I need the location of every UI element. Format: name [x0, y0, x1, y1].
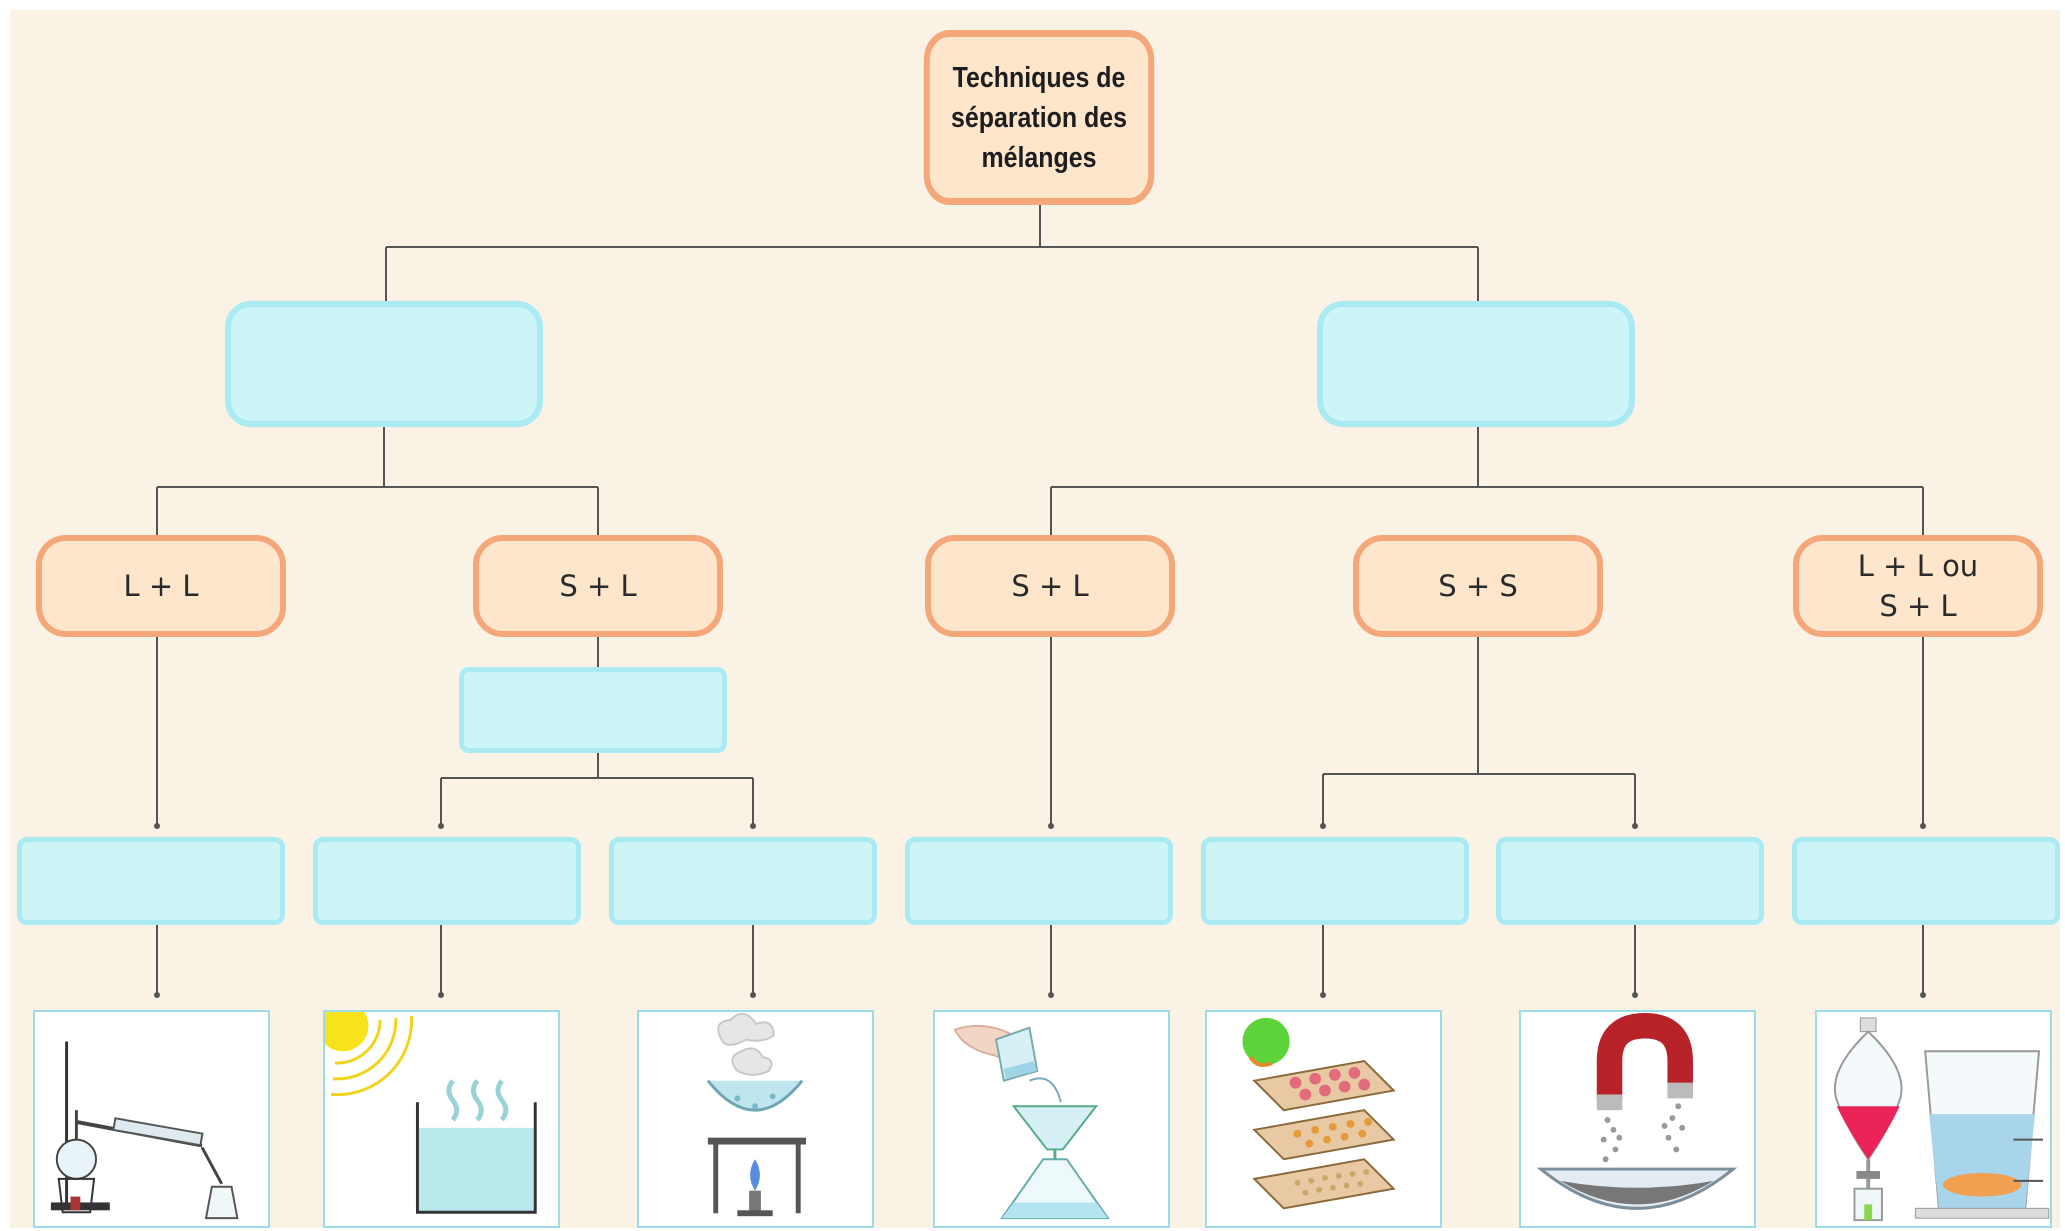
category-box-solid-liquid-right: S + L: [925, 535, 1175, 637]
category-label: S + S: [1438, 569, 1518, 603]
technique-box[interactable]: [1201, 837, 1469, 925]
separatory-funnel-decantation-icon: [1815, 1010, 2052, 1228]
heating-boiling-icon: [637, 1010, 874, 1228]
technique-box[interactable]: [17, 837, 285, 925]
technique-box[interactable]: [1792, 837, 2060, 925]
category-label: L + L: [123, 569, 199, 603]
category-label: S + L: [559, 569, 637, 603]
technique-box[interactable]: [313, 837, 581, 925]
magnet-separation-icon: [1519, 1010, 1756, 1228]
distillation-apparatus-icon: [33, 1010, 270, 1228]
technique-box[interactable]: [609, 837, 877, 925]
left-group-box[interactable]: [225, 301, 543, 427]
evaporation-sun-icon: [323, 1010, 560, 1228]
category-box-solid-liquid-left: S + L: [473, 535, 723, 637]
sub-group-box[interactable]: [459, 667, 727, 753]
category-label: S + L: [1011, 569, 1089, 603]
root-title-box: Techniques de séparation des mélanges: [923, 30, 1155, 205]
root-title: Techniques de séparation des mélanges: [950, 61, 1128, 174]
category-box-liquid-liquid: L + L: [36, 535, 286, 637]
category-box-solid-solid: S + S: [1353, 535, 1603, 637]
category-label: L + L ou S + L: [1857, 549, 1979, 623]
technique-box[interactable]: [905, 837, 1173, 925]
sieving-icon: [1205, 1010, 1442, 1228]
filtration-funnel-icon: [933, 1010, 1170, 1228]
technique-box[interactable]: [1496, 837, 1764, 925]
right-group-box[interactable]: [1317, 301, 1635, 427]
category-box-liquid-or-solid-liquid: L + L ou S + L: [1793, 535, 2043, 637]
